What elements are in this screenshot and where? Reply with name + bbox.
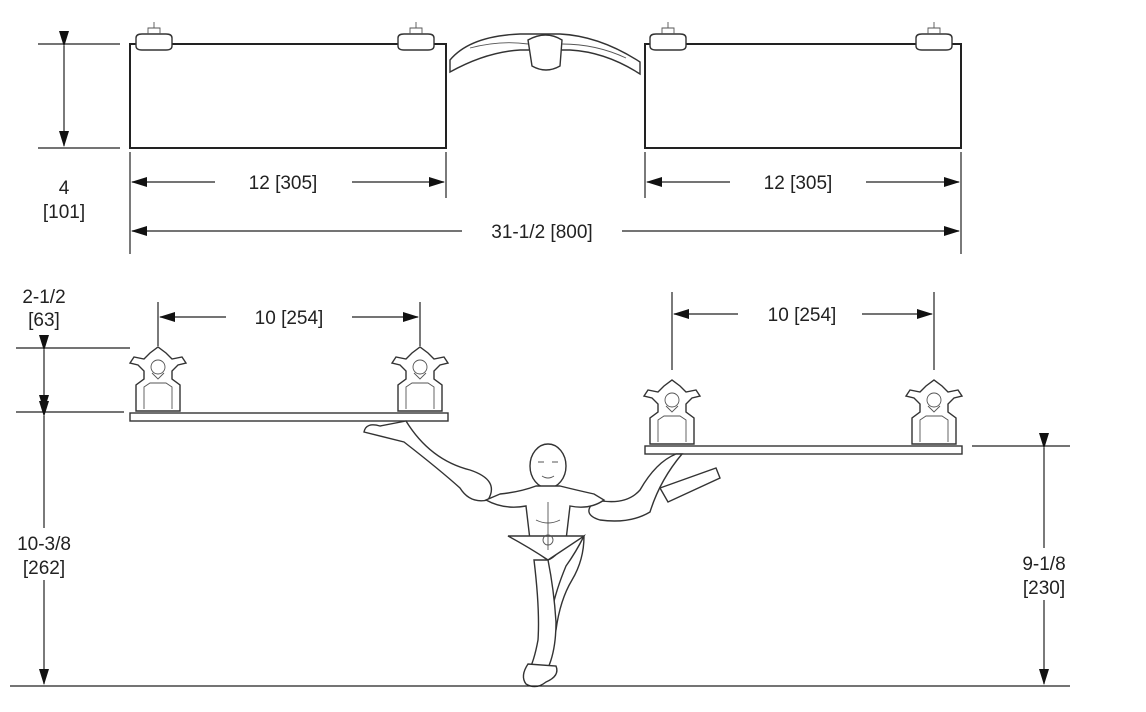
- left-height-metric: [262]: [23, 558, 65, 579]
- left-shelf-top: [129, 43, 447, 149]
- front-view: 2-1/2 [63] 10-3/8 [262] 9-1/8 [230] 10 […: [8, 287, 1082, 688]
- right-height-imperial: 9-1/8: [1022, 554, 1065, 575]
- left-height-imperial: 10-3/8: [17, 534, 71, 555]
- right-height-metric: [230]: [1023, 578, 1065, 599]
- overall-width: 31-1/2 [800]: [491, 222, 592, 243]
- left-bracket-spacing: 10 [254]: [255, 308, 324, 329]
- clip-icon: [135, 21, 173, 51]
- finial-bracket-icon: [129, 346, 187, 412]
- bracket-height-metric: [63]: [28, 310, 60, 331]
- mermaid-figure-icon: [363, 420, 721, 688]
- clip-icon: [649, 21, 687, 51]
- right-shelf-top: [644, 43, 962, 149]
- finial-bracket-icon: [643, 379, 701, 445]
- finial-bracket-icon: [391, 346, 449, 412]
- depth-metric: [101]: [43, 202, 85, 223]
- top-view: 4 [101] 12 [305] 12 [305] 31-1/2 [800]: [38, 21, 962, 254]
- right-shelf-width: 12 [305]: [764, 173, 833, 194]
- scroll-arm-icon: [449, 33, 641, 76]
- depth-imperial: 4: [59, 178, 70, 199]
- bracket-height-imperial: 2-1/2: [22, 287, 65, 308]
- right-shelf-front: [644, 445, 963, 455]
- finial-bracket-icon: [905, 379, 963, 445]
- clip-icon: [915, 21, 953, 51]
- right-bracket-spacing: 10 [254]: [768, 305, 837, 326]
- left-shelf-width: 12 [305]: [249, 173, 318, 194]
- left-shelf-front: [129, 412, 449, 422]
- clip-icon: [397, 21, 435, 51]
